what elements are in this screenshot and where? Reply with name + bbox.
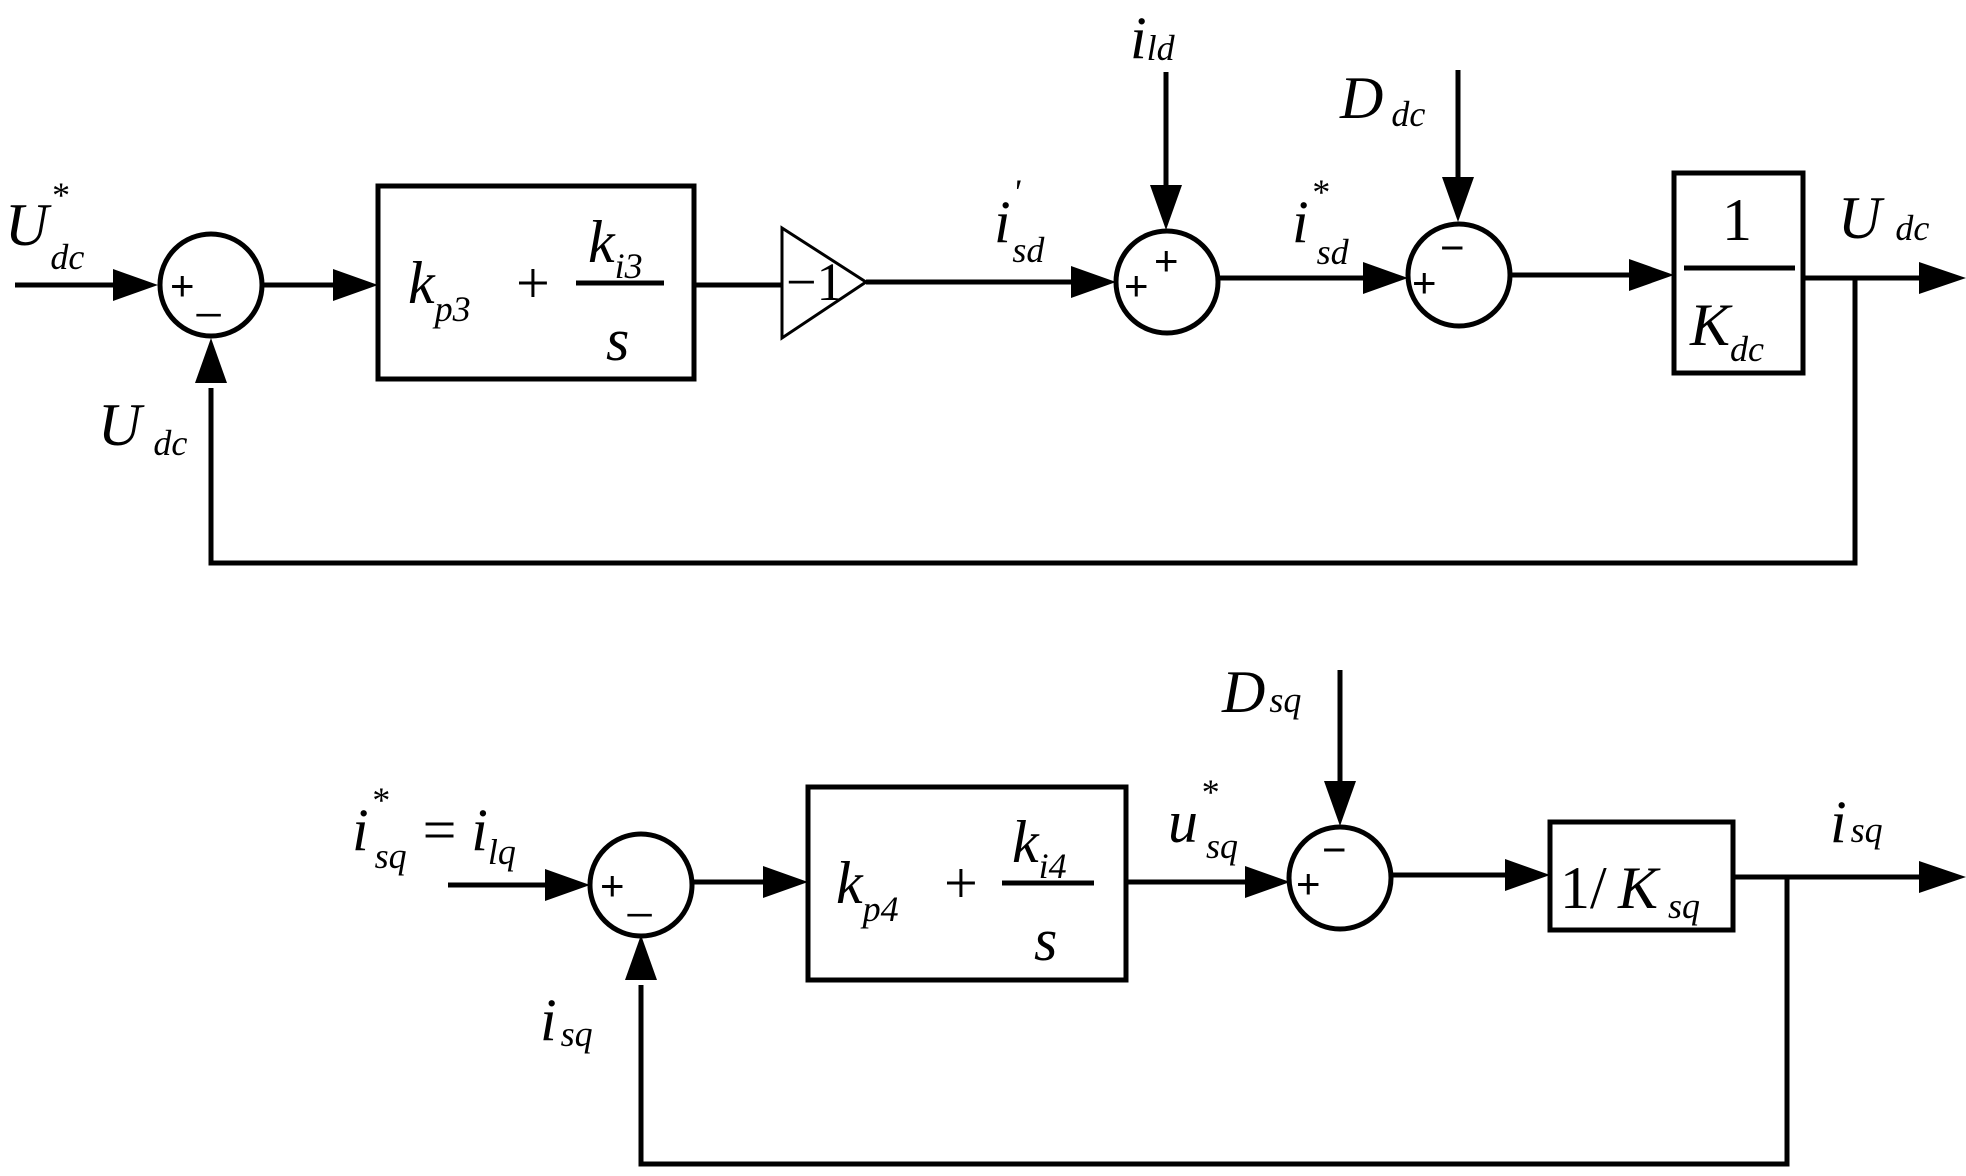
bottom-input-label: i*sq=ilq bbox=[352, 780, 516, 876]
top-kp-label: kp3 bbox=[408, 250, 471, 329]
top-sum2-top-sign: + bbox=[1154, 237, 1179, 284]
dsq-arrow bbox=[1324, 781, 1356, 826]
isd-star-label: i*sd bbox=[1292, 172, 1350, 272]
top-sum3-top-sign: − bbox=[1440, 224, 1465, 271]
top-plus-sign: + bbox=[516, 250, 550, 316]
bottom-plant-block bbox=[1547, 819, 1736, 933]
bottom-sum2-left-sign: + bbox=[1296, 860, 1321, 907]
top-input-arrow bbox=[113, 269, 158, 301]
bottom-plant-numerator: 1 bbox=[1560, 855, 1590, 921]
top-plant-numerator: 1 bbox=[1722, 187, 1752, 253]
bottom-sum1 bbox=[587, 831, 695, 939]
bottom-output-arrow bbox=[1919, 861, 1966, 893]
bottom-sum2 bbox=[1286, 824, 1394, 932]
bottom-plant-slash: / bbox=[1590, 855, 1607, 921]
ild-label: ild bbox=[1130, 5, 1176, 71]
bottom-input-arrow bbox=[545, 869, 590, 901]
ild-arrow bbox=[1150, 185, 1182, 230]
top-ki-label: ki3 bbox=[588, 209, 643, 286]
top-sum3-left-sign: + bbox=[1412, 259, 1437, 306]
ddc-arrow bbox=[1442, 177, 1474, 222]
top-plant-block bbox=[1671, 170, 1806, 376]
bottom-ctrl-in-arrow bbox=[763, 866, 808, 898]
bottom-sum2-top-sign: − bbox=[1322, 826, 1347, 873]
top-s-label: s bbox=[606, 307, 629, 373]
top-sum2-left-sign: + bbox=[1124, 262, 1149, 309]
bottom-kp-label: kp4 bbox=[836, 850, 899, 929]
top-sum2-in-arrow bbox=[1071, 266, 1116, 298]
top-output-arrow bbox=[1919, 262, 1966, 294]
top-sum1 bbox=[157, 231, 265, 339]
top-plant-denominator: Kdc bbox=[1689, 292, 1764, 369]
bottom-s-label: s bbox=[1034, 907, 1057, 973]
bottom-feedback-wire bbox=[638, 877, 1790, 1167]
top-sum2 bbox=[1113, 228, 1221, 336]
usq-star-label: u*sq bbox=[1168, 772, 1238, 866]
top-sum3-in-arrow bbox=[1363, 262, 1408, 294]
bottom-sum2-in-arrow bbox=[1245, 866, 1290, 898]
bottom-ki-label: ki4 bbox=[1012, 809, 1067, 886]
bottom-plant-in-arrow bbox=[1505, 859, 1550, 891]
bottom-plus-sign: + bbox=[944, 850, 978, 916]
top-input-label: U*dc bbox=[5, 175, 84, 277]
top-sum3 bbox=[1405, 221, 1513, 329]
top-gain-block bbox=[780, 225, 869, 341]
top-ctrl-in-arrow bbox=[333, 269, 378, 301]
top-sum1-minus-sign: _ bbox=[196, 270, 221, 317]
top-sum1-plus-sign: + bbox=[170, 262, 195, 309]
top-feedback-wire bbox=[208, 278, 1858, 566]
isd-prime-label: i'sd bbox=[994, 172, 1045, 270]
bottom-feedback-arrow bbox=[625, 935, 657, 980]
bottom-sum1-minus-sign: _ bbox=[627, 870, 652, 917]
top-feedback-arrow bbox=[195, 338, 227, 383]
top-plant-in-arrow bbox=[1629, 259, 1674, 291]
top-gain-label: −1 bbox=[786, 252, 843, 312]
bottom-sum1-plus-sign: + bbox=[600, 862, 625, 909]
